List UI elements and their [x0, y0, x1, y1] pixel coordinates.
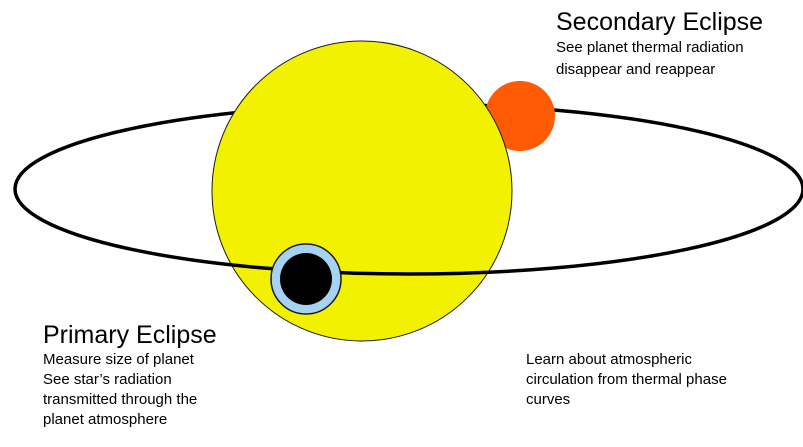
phase-curve-line: curves	[526, 390, 727, 410]
secondary-eclipse-line: disappear and reappear	[556, 59, 763, 81]
phase-curve-line: circulation from thermal phase	[526, 370, 727, 390]
secondary-eclipse-line: See planet thermal radiation	[556, 37, 763, 59]
secondary-eclipse-caption: Secondary Eclipse See planet thermal rad…	[556, 7, 763, 81]
phase-curve-caption: Learn about atmospheric circulation from…	[526, 350, 727, 410]
primary-eclipse-line: planet atmosphere	[43, 410, 217, 430]
primary-eclipse-line: Measure size of planet	[43, 350, 217, 370]
secondary-eclipse-title: Secondary Eclipse	[556, 7, 763, 37]
primary-eclipse-line: See star’s radiation	[43, 370, 217, 390]
primary-eclipse-caption: Primary Eclipse Measure size of planet S…	[43, 320, 217, 430]
phase-curve-line: Learn about atmospheric	[526, 350, 727, 370]
primary-eclipse-line: transmitted through the	[43, 390, 217, 410]
star	[212, 41, 512, 341]
primary-eclipse-title: Primary Eclipse	[43, 320, 217, 350]
primary-eclipse-planet	[280, 253, 332, 305]
